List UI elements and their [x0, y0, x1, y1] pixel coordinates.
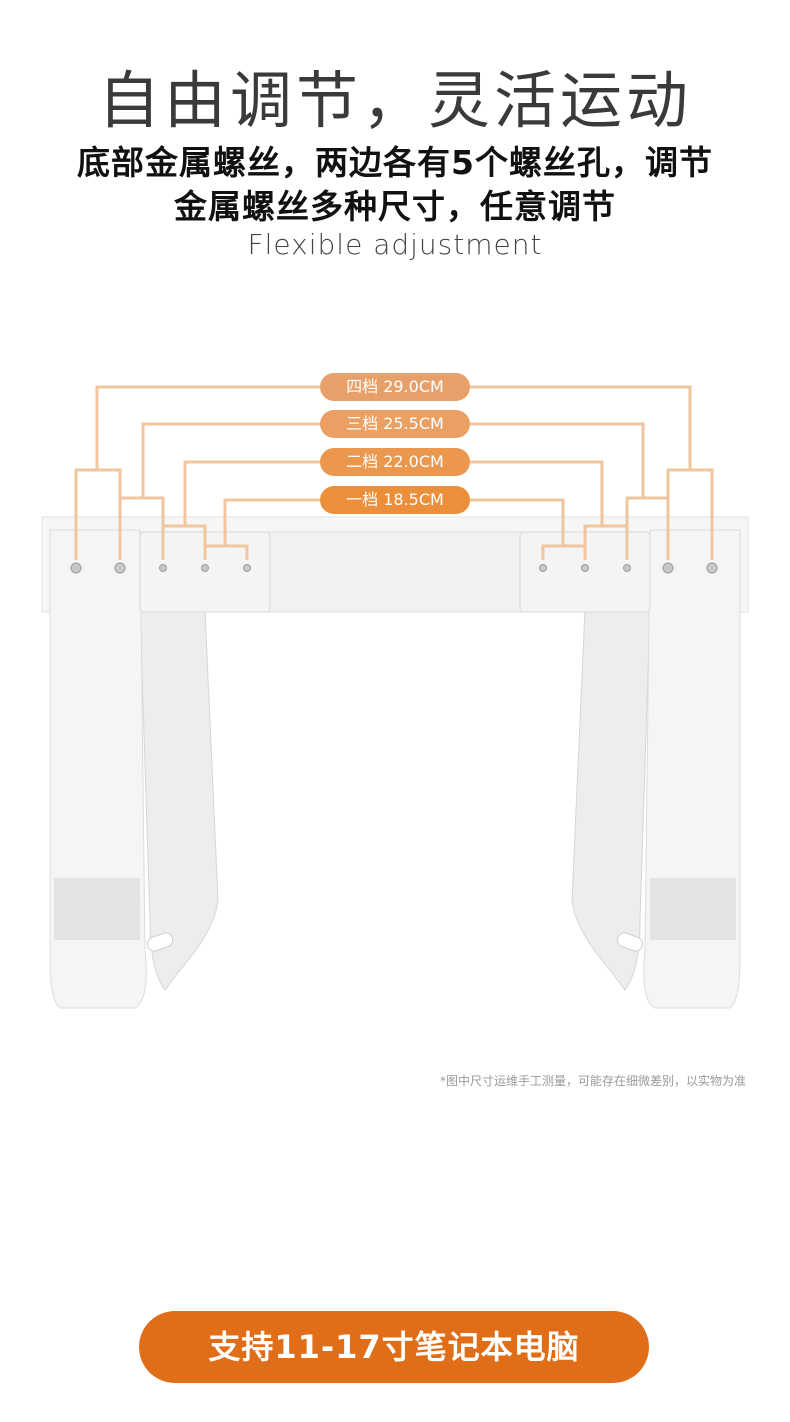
left-inner-leg — [139, 609, 219, 991]
right-slot — [616, 932, 644, 952]
dimension-line-left-1b — [225, 544, 249, 560]
gear-4-label: 四档 29.0CM — [346, 377, 444, 396]
left-slot — [146, 932, 174, 952]
gear-4-pill: 四档 29.0CM — [320, 373, 470, 401]
subtitle-line-1: 底部金属螺丝，两边各有5个螺丝孔，调节 — [77, 143, 713, 182]
disclaimer-note: *图中尺寸运维手工测量，可能存在细微差别，以实物为准 — [439, 1074, 746, 1088]
page-title: 自由调节，灵活运动 — [97, 64, 692, 137]
screw-holes — [70, 562, 718, 574]
right-rubber-pad — [650, 878, 736, 940]
gear-1-pill: 一档 18.5CM — [320, 486, 470, 514]
screw-hole — [581, 564, 589, 572]
screw-hole — [539, 564, 547, 572]
left-rubber-pad — [54, 878, 140, 940]
gear-2-pill: 二档 22.0CM — [320, 448, 470, 476]
subtitle-line-2: 金属螺丝多种尺寸，任意调节 — [174, 187, 616, 226]
stand-illustration: 四档 29.0CM 三档 25.5CM 二档 22.0CM 一档 18.5CM — [0, 360, 790, 1040]
gear-1-label: 一档 18.5CM — [346, 490, 444, 509]
right-inner-leg — [571, 609, 651, 991]
screw-hole — [159, 564, 167, 572]
dimension-lines — [74, 385, 714, 560]
screw-hole — [706, 562, 718, 574]
gear-2-label: 二档 22.0CM — [346, 452, 444, 471]
screw-hole — [662, 562, 674, 574]
screw-hole — [114, 562, 126, 574]
screw-hole — [70, 562, 82, 574]
dimension-line-right-1b — [541, 544, 563, 560]
gear-3-pill: 三档 25.5CM — [320, 410, 470, 438]
english-subtitle: Flexible adjustment — [247, 228, 543, 261]
gear-3-label: 三档 25.5CM — [346, 414, 444, 433]
stand-drawing — [41, 385, 749, 1009]
screw-hole — [243, 564, 251, 572]
screw-hole — [623, 564, 631, 572]
compatibility-button[interactable]: 支持11-17寸笔记本电脑 — [139, 1311, 649, 1383]
screw-hole — [201, 564, 209, 572]
